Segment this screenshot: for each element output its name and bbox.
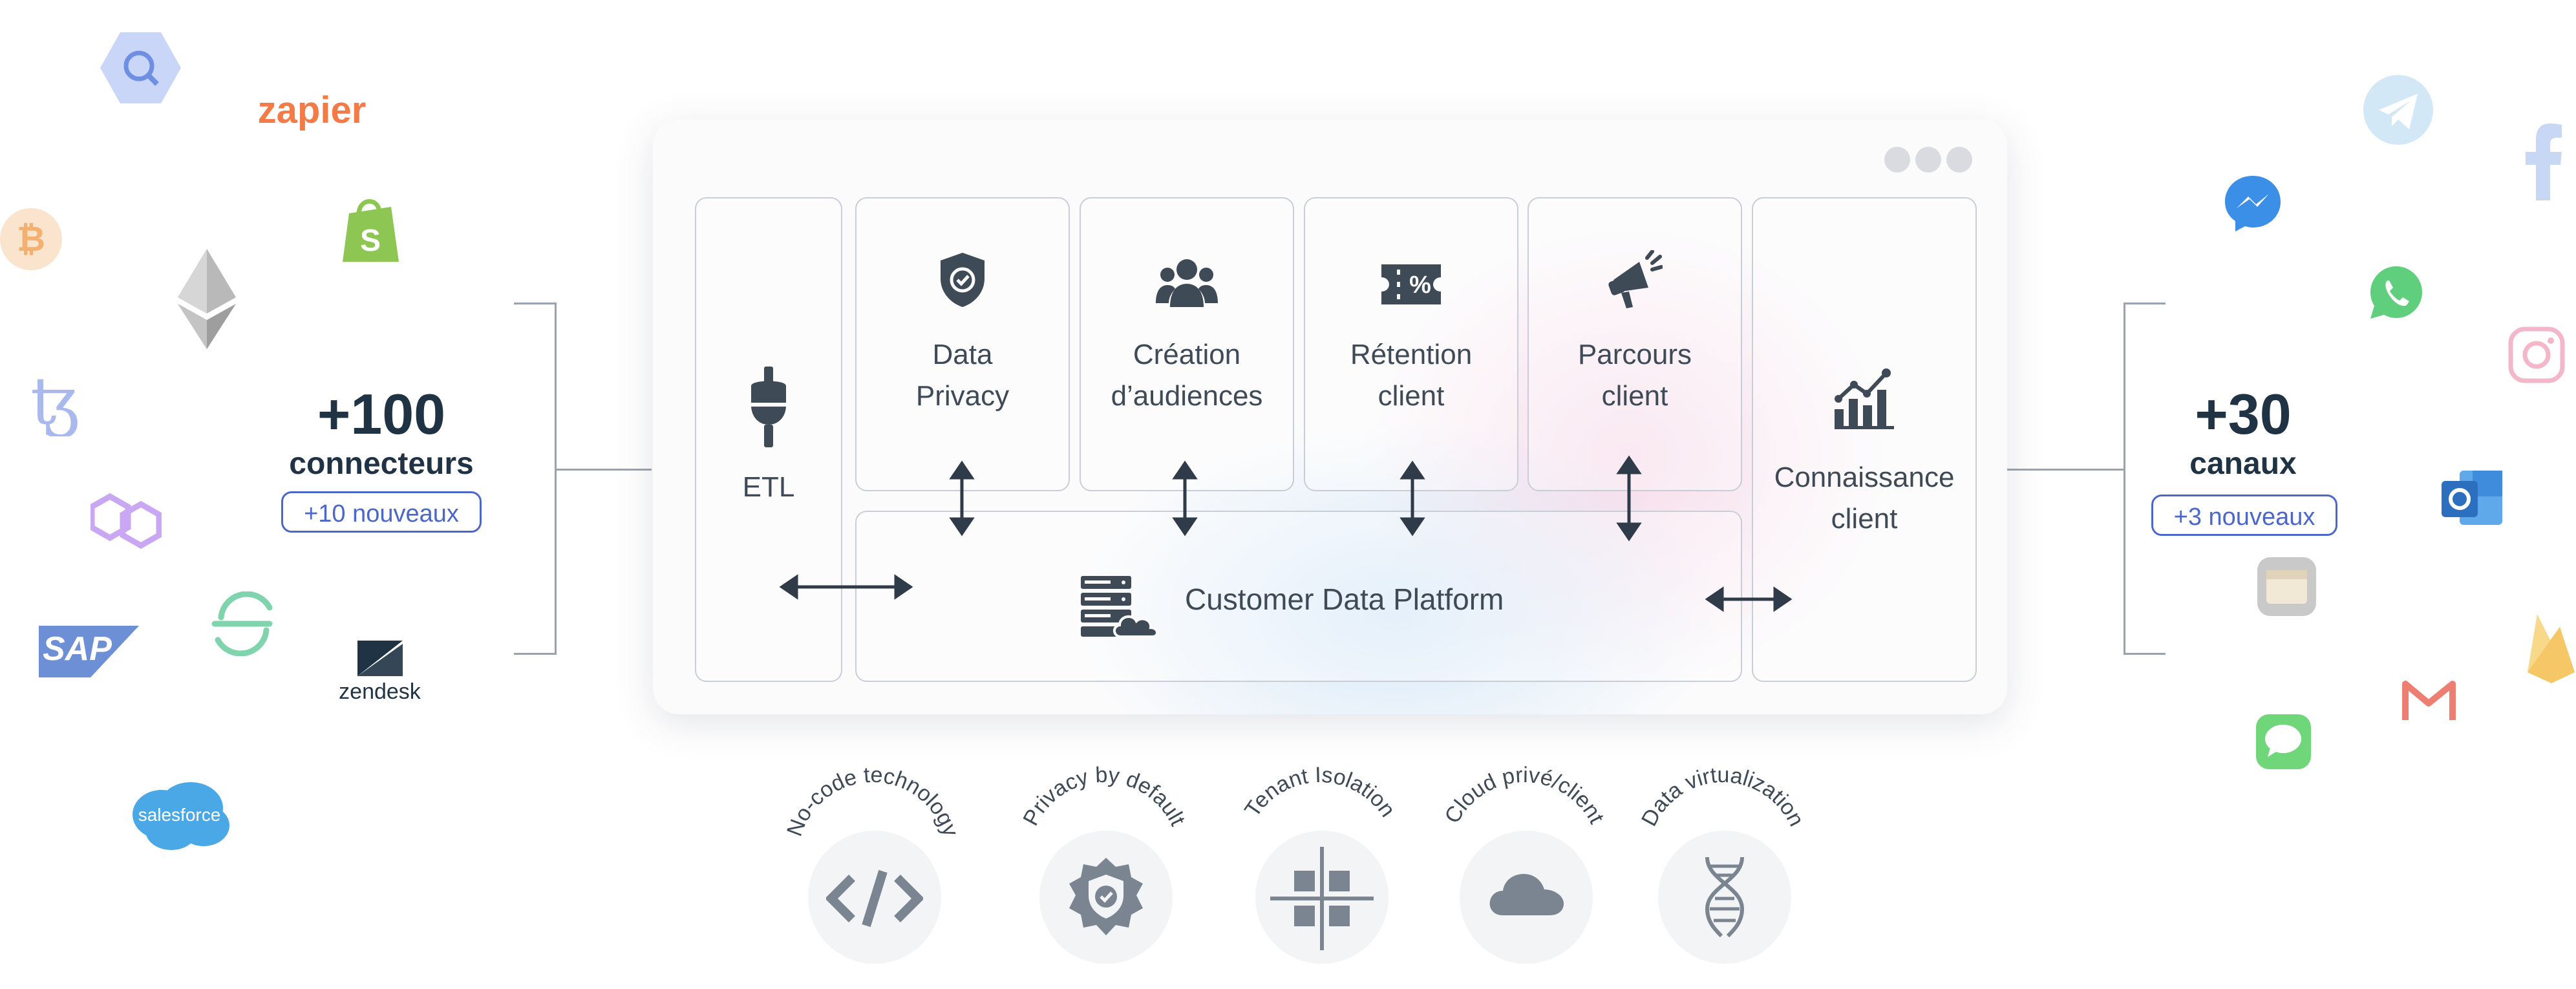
facebook-icon <box>2524 120 2563 200</box>
svg-text:₿: ₿ <box>17 220 45 259</box>
bar-chart-icon <box>1835 368 1894 429</box>
zendesk-logo: zendesk <box>326 633 433 708</box>
panel-customer-journey: Parcours client <box>1528 197 1742 491</box>
panel-customer-data-platform: Customer Data Platform <box>855 511 1742 682</box>
panel-audience-creation-line1: Création <box>1133 339 1241 370</box>
right-bracket-vertical <box>2124 303 2125 655</box>
panel-customer-knowledge: Connaissance client <box>1752 197 1977 682</box>
users-group-icon <box>1156 259 1218 307</box>
sap-logo: SAP <box>39 626 139 677</box>
right-bracket-bottom <box>2124 653 2166 655</box>
connectors-label: connecteurs <box>289 447 474 481</box>
feature-tenant-label: Tenant Isolation <box>1240 763 1400 822</box>
window-dot-1 <box>1884 147 1910 173</box>
shield-check-icon <box>941 253 985 307</box>
connectors-count: +100 <box>317 382 446 446</box>
window-dot-2 <box>1915 147 1941 173</box>
outlook-icon <box>2440 465 2505 530</box>
svg-text:Cloud privé/client: Cloud privé/client <box>1440 763 1609 828</box>
panel-data-privacy-line2: Privacy <box>915 380 1010 412</box>
channels-new-badge: +3 nouveaux <box>2151 494 2337 536</box>
svg-text:%: % <box>1409 271 1431 299</box>
zapier-logo: zapier <box>257 89 367 131</box>
arrowhead <box>894 574 913 600</box>
polygon-icon <box>90 491 162 549</box>
arrowhead <box>779 574 798 600</box>
arrows-layer <box>779 455 1793 612</box>
wallet-icon <box>2256 556 2317 617</box>
channels-label: canaux <box>2189 447 2297 481</box>
panel-customer-knowledge-line1: Connaissance <box>1774 462 1955 493</box>
left-connector-line <box>555 469 652 471</box>
panel-client-retention-line1: Rétention <box>1350 339 1473 370</box>
panel-data-privacy: Data Privacy <box>855 197 1070 491</box>
window-dot-3 <box>1946 147 1972 173</box>
salesforce-logo: salesforce <box>126 779 233 853</box>
megaphone-icon <box>1608 250 1663 308</box>
feature-private-cloud: Cloud privé/client <box>1440 763 1609 970</box>
server-cloud-icon <box>1081 576 1158 638</box>
panel-client-retention-line2: client <box>1378 380 1445 412</box>
shield-check-icon <box>1069 858 1143 935</box>
blue-glow <box>1041 404 1752 714</box>
feature-privacy-label: Privacy by default <box>1018 763 1190 830</box>
shopify-icon: S <box>339 194 401 265</box>
cdp-label: Customer Data Platform <box>1185 582 1504 616</box>
segment-icon <box>208 591 279 656</box>
bitcoin-icon: ₿ <box>0 207 65 271</box>
messenger-icon <box>2224 175 2282 233</box>
panel-etl-label: ETL <box>742 471 795 503</box>
grid-icon <box>1270 847 1374 950</box>
panel-client-retention: % Rétention client <box>1304 197 1518 491</box>
channels-count: +30 <box>2195 382 2292 446</box>
feature-privacy-by-default: Privacy by default <box>1018 763 1190 970</box>
bigquery-icon <box>100 29 181 107</box>
dna-icon <box>1705 856 1745 938</box>
telegram-icon <box>2363 74 2434 145</box>
feature-tenant-isolation: Tenant Isolation <box>1240 763 1400 970</box>
feature-virtualization-label: Data virtualization <box>1637 763 1809 830</box>
panel-customer-journey-line1: Parcours <box>1577 339 1692 370</box>
whatsapp-icon <box>2369 265 2424 320</box>
connectors-new-badge: +10 nouveaux <box>281 491 482 533</box>
panel-customer-knowledge-line2: client <box>1831 503 1898 535</box>
svg-text:Tenant Isolation: Tenant Isolation <box>1240 763 1400 822</box>
left-bracket-vertical <box>555 303 557 655</box>
cloud-icon <box>1489 874 1564 915</box>
panel-etl: ETL <box>695 197 842 682</box>
right-bracket-top <box>2124 303 2166 304</box>
panel-customer-journey-line2: client <box>1601 380 1668 412</box>
svg-text:No-code technology: No-code technology <box>782 763 963 840</box>
messages-icon <box>2256 714 2311 769</box>
plug-icon <box>749 367 789 447</box>
svg-text:S: S <box>360 224 381 258</box>
feature-cloud-label: Cloud privé/client <box>1440 763 1609 828</box>
ethereum-icon <box>175 249 239 349</box>
left-bracket-top <box>514 303 556 304</box>
feature-data-virtualization: Data virtualization <box>1637 763 1809 970</box>
feature-no-code: No-code technology <box>782 763 963 970</box>
discount-ticket-icon: % <box>1381 264 1441 304</box>
code-icon <box>826 869 923 928</box>
panel-audience-creation-line2: d’audiences <box>1111 380 1263 412</box>
svg-text:Data virtualization: Data virtualization <box>1637 763 1809 830</box>
right-connector-line <box>2007 469 2125 471</box>
feature-no-code-label: No-code technology <box>782 763 963 840</box>
gmail-icon <box>2401 679 2456 724</box>
svg-text:Privacy by default: Privacy by default <box>1018 763 1190 830</box>
left-bracket-bottom <box>514 653 556 655</box>
platform-window: ETL Data Privacy Création d’audiences <box>653 120 2007 714</box>
instagram-icon <box>2508 326 2565 383</box>
tezos-icon: ꜩ <box>26 365 84 436</box>
svg-text:ꜩ: ꜩ <box>30 365 79 436</box>
panel-audience-creation: Création d’audiences <box>1080 197 1294 491</box>
firebase-icon <box>2524 611 2576 685</box>
panel-data-privacy-line1: Data <box>932 339 993 370</box>
